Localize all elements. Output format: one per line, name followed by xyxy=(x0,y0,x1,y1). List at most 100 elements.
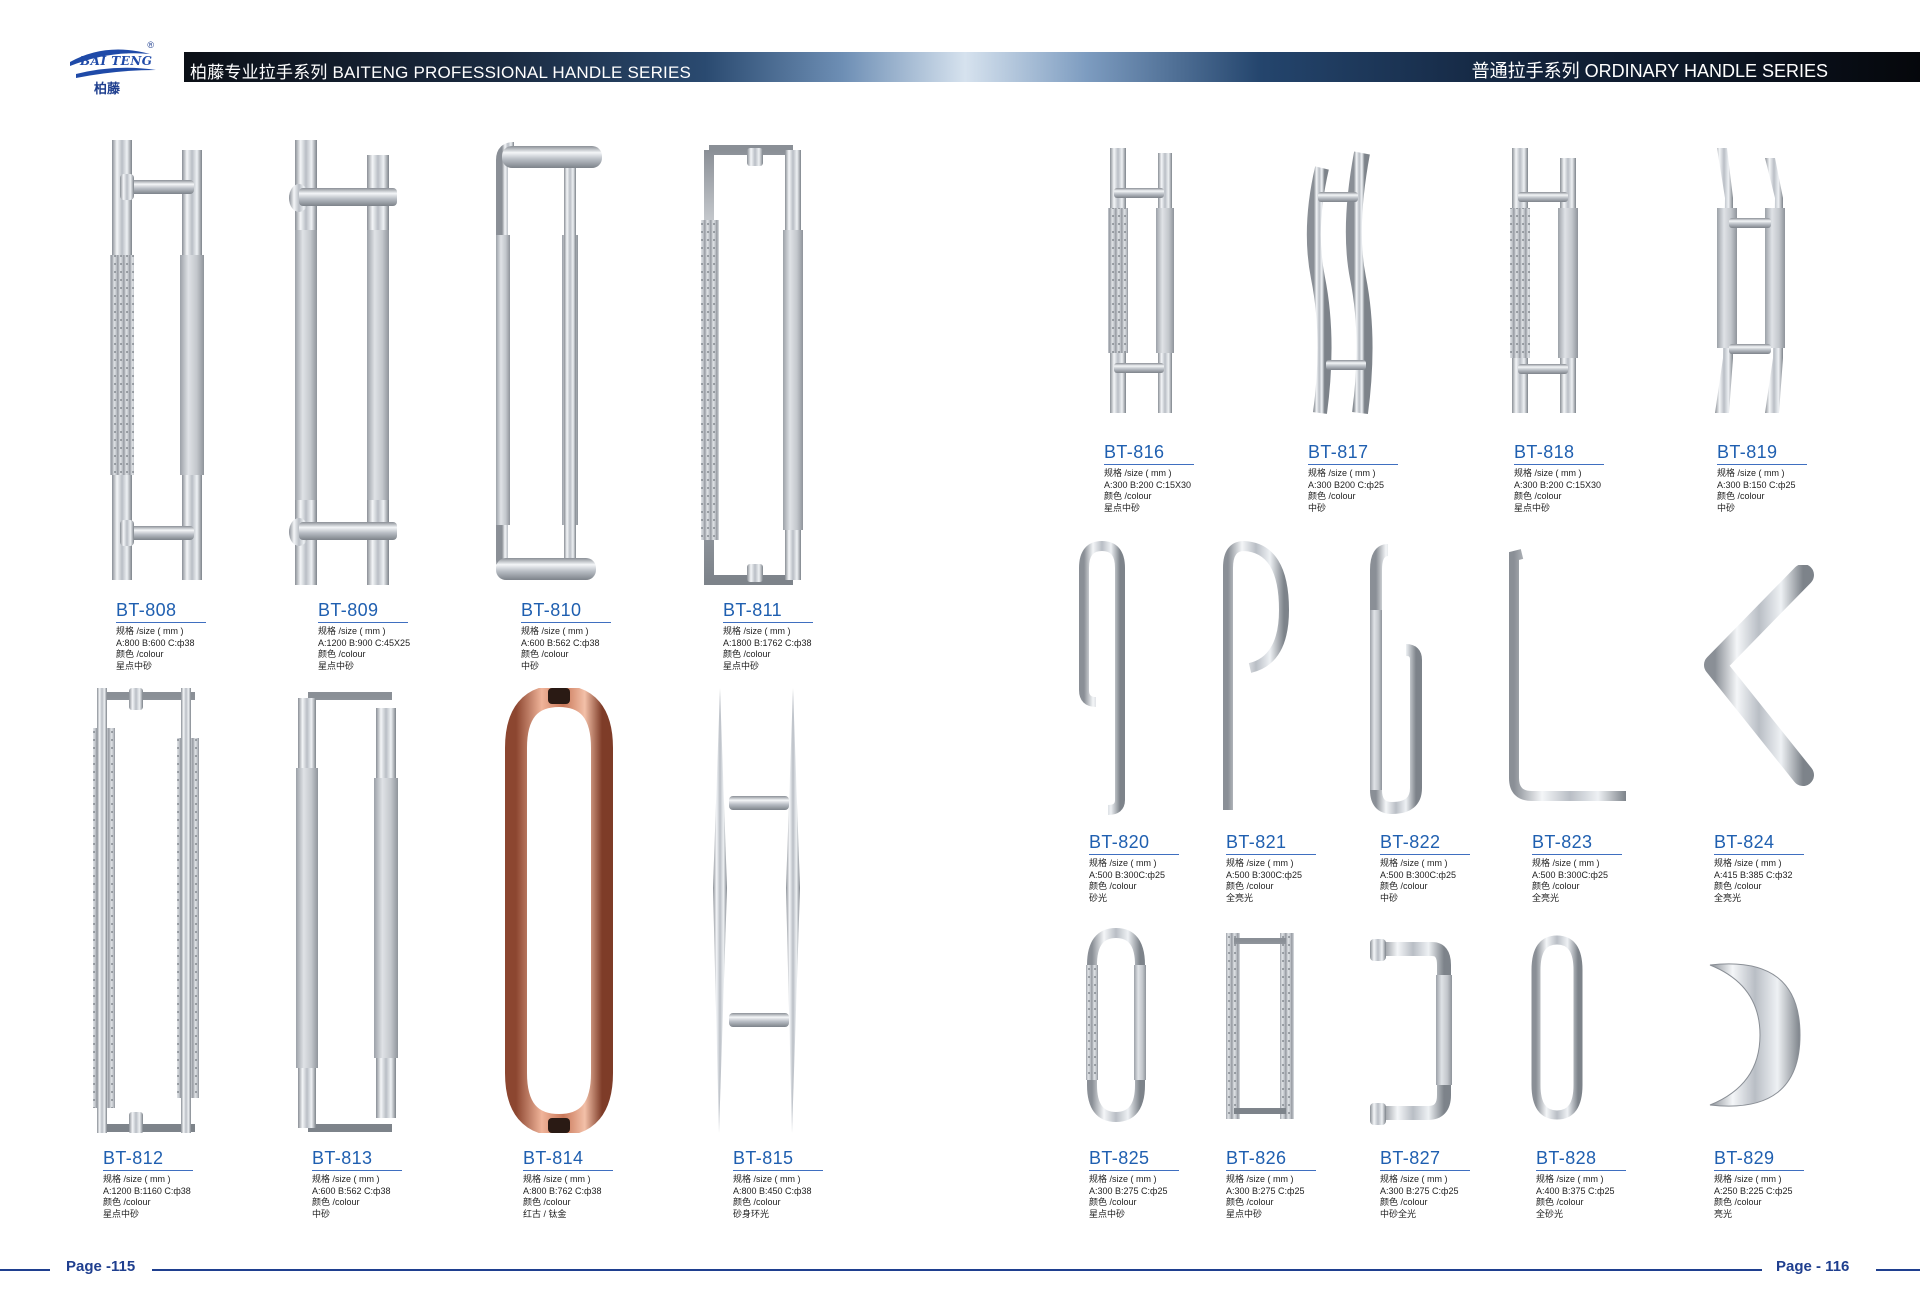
product-underline xyxy=(1714,854,1804,855)
spec-size: A:300 B:275 C:ф25 xyxy=(1089,1185,1168,1196)
spec-colour-label: 颜色 /colour xyxy=(521,649,569,659)
spec-finish: 星点中砂 xyxy=(116,660,153,671)
spec-size: A:250 B:225 C:ф25 xyxy=(1714,1185,1793,1196)
spec-size: A:500 B:300C:ф25 xyxy=(1089,869,1165,880)
footer-rule-right xyxy=(1876,1269,1920,1271)
spec-colour-label: 颜色 /colour xyxy=(1104,491,1152,501)
spec-colour-label: 颜色 /colour xyxy=(1536,1197,1584,1207)
spec-size: A:415 B:385 C:ф32 xyxy=(1714,869,1793,880)
spec-size: A:300 B:200 C:15X30 xyxy=(1514,479,1602,490)
spec-colour-label: 颜色 /colour xyxy=(1089,1197,1137,1207)
spec-finish: 全砂光 xyxy=(1536,1208,1564,1219)
product-code-bt-822: BT-822 xyxy=(1380,832,1441,852)
spec-size-label: 规格 /size ( mm ) xyxy=(1714,858,1782,868)
product-image-bt-823 xyxy=(1500,548,1640,808)
spec-size: A:300 B200 C:ф25 xyxy=(1308,479,1384,490)
spec-finish: 星点中砂 xyxy=(723,660,760,671)
spec-finish: 中砂 xyxy=(1308,502,1327,513)
product-code-bt-821: BT-821 xyxy=(1226,832,1287,852)
spec-size-label: 规格 /size ( mm ) xyxy=(312,1174,380,1184)
product-code-bt-820: BT-820 xyxy=(1089,832,1150,852)
spec-colour-label: 颜色 /colour xyxy=(723,649,771,659)
spec-colour-label: 颜色 /colour xyxy=(312,1197,360,1207)
spec-finish: 中砂 xyxy=(1717,502,1736,513)
product-underline xyxy=(1514,464,1604,465)
spec-finish: 星点中砂 xyxy=(1089,1208,1126,1219)
product-underline xyxy=(116,622,206,623)
spec-colour-label: 颜色 /colour xyxy=(1714,1197,1762,1207)
spec-size: A:300 B:200 C:15X30 xyxy=(1104,479,1192,490)
product-underline xyxy=(1532,854,1622,855)
product-image-bt-826 xyxy=(1220,925,1300,1125)
spec-finish: 全亮光 xyxy=(1714,892,1742,903)
header-banner: 柏藤专业拉手系列 BAITENG PROFESSIONAL HANDLE SER… xyxy=(184,52,1920,82)
product-code-bt-824: BT-824 xyxy=(1714,832,1775,852)
product-image-bt-812 xyxy=(85,688,205,1133)
product-code-bt-815: BT-815 xyxy=(733,1148,794,1168)
spec-finish: 全亮光 xyxy=(1532,892,1560,903)
product-code-bt-825: BT-825 xyxy=(1089,1148,1150,1168)
spec-size-label: 规格 /size ( mm ) xyxy=(1514,468,1582,478)
product-code-bt-814: BT-814 xyxy=(523,1148,584,1168)
spec-colour-label: 颜色 /colour xyxy=(733,1197,781,1207)
product-code-bt-826: BT-826 xyxy=(1226,1148,1287,1168)
spec-size-label: 规格 /size ( mm ) xyxy=(116,626,184,636)
product-image-bt-815 xyxy=(705,688,815,1133)
spec-size-label: 规格 /size ( mm ) xyxy=(1104,468,1172,478)
spec-finish: 中砂 xyxy=(1380,892,1399,903)
product-image-bt-820 xyxy=(1072,540,1142,815)
spec-size-label: 规格 /size ( mm ) xyxy=(523,1174,591,1184)
spec-colour-label: 颜色 /colour xyxy=(1226,1197,1274,1207)
product-image-bt-810 xyxy=(488,140,618,590)
product-underline xyxy=(1089,854,1179,855)
spec-finish: 亮光 xyxy=(1714,1208,1733,1219)
product-image-bt-828 xyxy=(1522,930,1592,1125)
spec-size-label: 规格 /size ( mm ) xyxy=(1380,858,1448,868)
product-image-bt-824 xyxy=(1695,565,1825,795)
product-underline xyxy=(523,1170,613,1171)
spec-finish: 全亮光 xyxy=(1226,892,1254,903)
product-code-bt-813: BT-813 xyxy=(312,1148,373,1168)
product-underline xyxy=(1717,464,1807,465)
product-underline xyxy=(521,622,611,623)
product-code-bt-811: BT-811 xyxy=(723,600,783,620)
spec-colour-label: 颜色 /colour xyxy=(1380,881,1428,891)
spec-size-label: 规格 /size ( mm ) xyxy=(1226,858,1294,868)
left-series-title: 柏藤专业拉手系列 BAITENG PROFESSIONAL HANDLE SER… xyxy=(190,63,692,82)
product-code-bt-812: BT-812 xyxy=(103,1148,164,1168)
spec-size: A:300 B:150 C:ф25 xyxy=(1717,479,1796,490)
product-code-bt-823: BT-823 xyxy=(1532,832,1593,852)
spec-size-label: 规格 /size ( mm ) xyxy=(318,626,386,636)
spec-size-label: 规格 /size ( mm ) xyxy=(733,1174,801,1184)
product-image-bt-821 xyxy=(1210,540,1290,815)
product-image-bt-808 xyxy=(100,140,210,580)
product-code-bt-819: BT-819 xyxy=(1717,442,1778,462)
footer-rule-left xyxy=(0,1269,50,1271)
product-code-bt-829: BT-829 xyxy=(1714,1148,1775,1168)
baiteng-logo: BAI TENG 柏藤 ® xyxy=(66,40,160,98)
product-underline xyxy=(723,622,813,623)
spec-colour-label: 颜色 /colour xyxy=(1714,881,1762,891)
spec-size: A:1200 B:900 C:45X25 xyxy=(318,637,411,648)
product-underline xyxy=(1226,854,1316,855)
product-image-bt-818 xyxy=(1502,148,1592,418)
spec-finish: 中砂全光 xyxy=(1380,1208,1417,1219)
product-image-bt-816 xyxy=(1098,148,1188,418)
spec-size: A:800 B:450 C:ф38 xyxy=(733,1185,812,1196)
spec-size-label: 规格 /size ( mm ) xyxy=(1536,1174,1604,1184)
spec-size-label: 规格 /size ( mm ) xyxy=(1226,1174,1294,1184)
spec-size-label: 规格 /size ( mm ) xyxy=(1717,468,1785,478)
product-code-bt-818: BT-818 xyxy=(1514,442,1575,462)
